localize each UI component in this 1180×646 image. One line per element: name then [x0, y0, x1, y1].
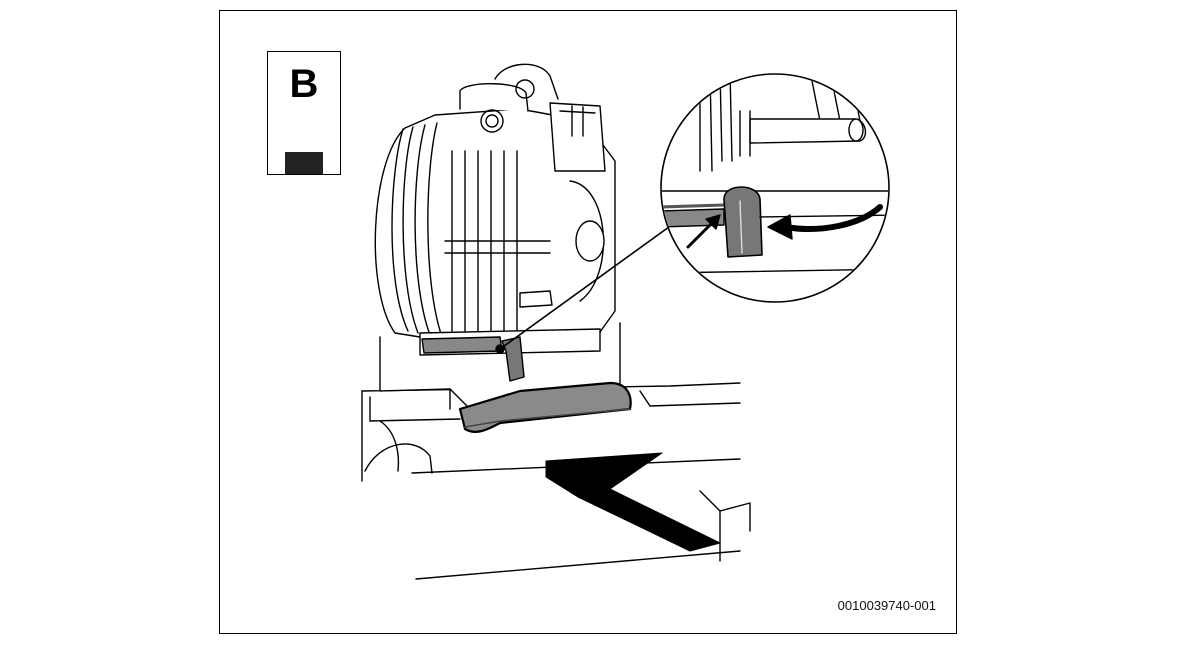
figure-label: B: [289, 62, 319, 106]
pump-motor-illustration: [361, 63, 890, 580]
document-number: 0010039740-001: [837, 598, 936, 613]
pump-housing: [374, 63, 616, 356]
figure-label-badge: B: [267, 51, 341, 175]
badge-indicator-block: [285, 152, 323, 174]
release-tab: [458, 381, 632, 433]
locking-clip: [421, 336, 525, 382]
push-arrow-icon: [545, 452, 721, 552]
detail-magnifier: [660, 73, 890, 303]
mounting-base: [361, 382, 751, 580]
rotate-arrow-icon: [767, 204, 883, 240]
figure-frame: B: [219, 10, 957, 634]
